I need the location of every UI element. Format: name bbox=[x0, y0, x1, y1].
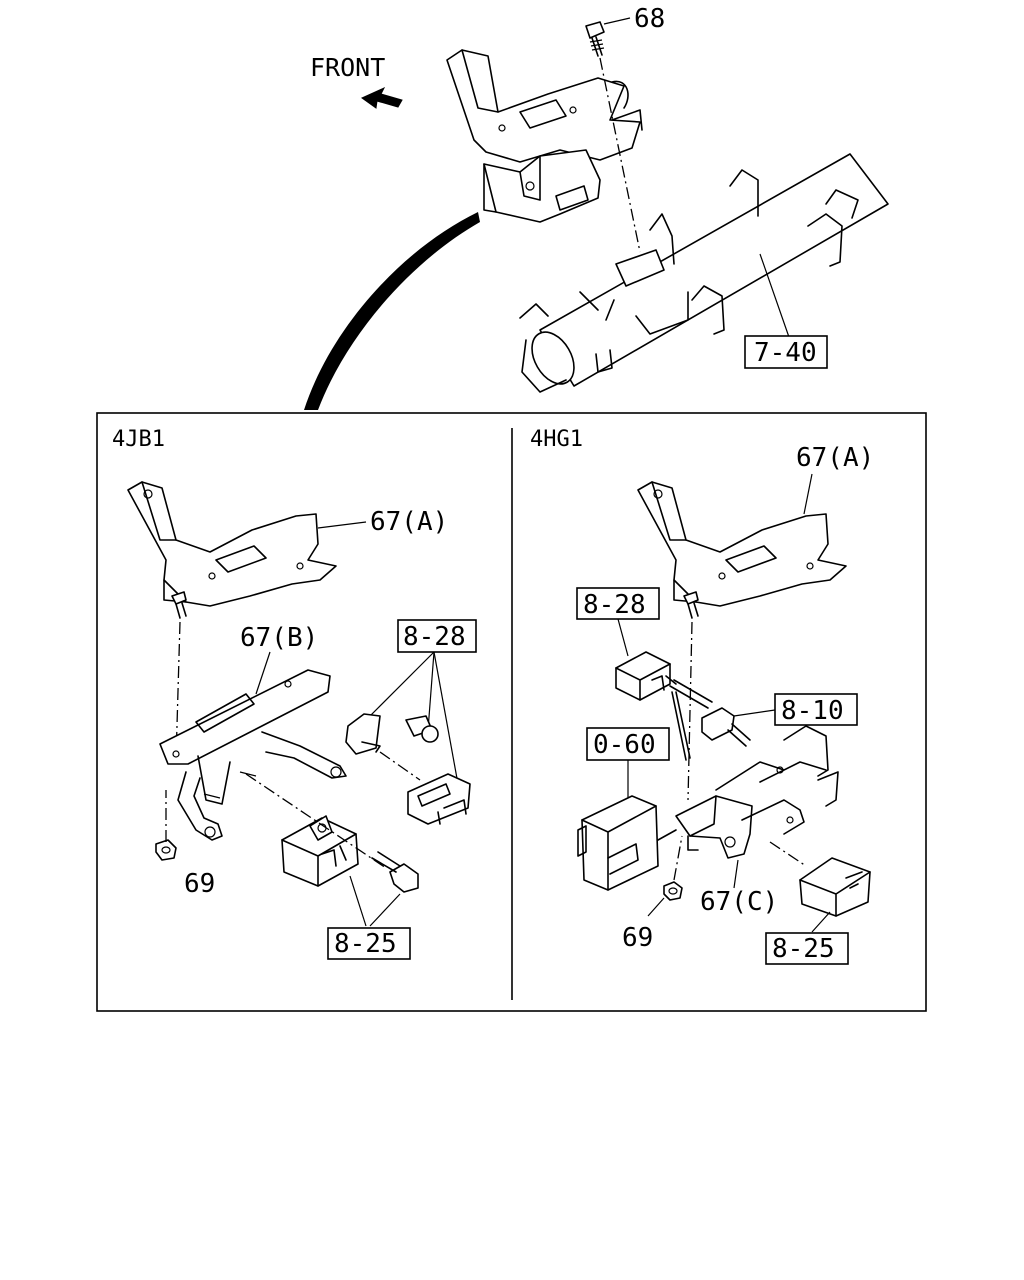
right-connector-ref-label: 8-28 bbox=[583, 590, 646, 620]
right-panel-title: 4HG1 bbox=[530, 427, 583, 452]
right-connector-8-28: 8-28 bbox=[576, 587, 713, 761]
front-arrow-icon bbox=[361, 86, 403, 109]
bolt-68-label: 68 bbox=[634, 4, 665, 34]
left-bracket-67b-label: 67(B) bbox=[240, 623, 318, 653]
front-direction: FRONT bbox=[310, 53, 403, 109]
left-bracket-67a-label: 67(A) bbox=[370, 507, 448, 537]
right-module-ref-label: 8-25 bbox=[772, 934, 835, 964]
right-plug-8-10: 8-10 bbox=[701, 693, 858, 747]
left-panel: 4JB1 67(A) 67( bbox=[112, 427, 477, 960]
right-control-unit-0-60: 0-60 bbox=[577, 727, 677, 891]
left-module-ref-label: 8-25 bbox=[334, 929, 397, 959]
left-panel-title: 4JB1 bbox=[112, 427, 165, 452]
right-bracket-67c-label: 67(C) bbox=[700, 887, 778, 917]
left-module-8-25: 8-25 bbox=[245, 773, 419, 960]
left-connector-ref-label: 8-28 bbox=[403, 622, 466, 652]
left-nut-69: 69 bbox=[155, 790, 215, 899]
crossmember-beam bbox=[519, 153, 889, 393]
right-panel: 4HG1 67(A) 8-28 bbox=[530, 427, 874, 965]
crossmember-ref-label: 7-40 bbox=[754, 338, 817, 368]
bolt-68: 68 bbox=[585, 4, 665, 253]
front-label: FRONT bbox=[310, 53, 385, 82]
right-control-unit-ref-label: 0-60 bbox=[593, 730, 656, 760]
right-nut-69: 69 bbox=[622, 835, 683, 953]
right-nut-69-label: 69 bbox=[622, 923, 653, 953]
left-nut-69-label: 69 bbox=[184, 869, 215, 899]
right-bracket-67a: 67(A) bbox=[637, 443, 874, 607]
detail-pointer-arrow bbox=[304, 212, 480, 410]
left-bracket-67b: 67(B) bbox=[159, 623, 347, 841]
top-bracket-assembly bbox=[446, 49, 643, 223]
right-bracket-67c: 67(C) bbox=[675, 725, 839, 917]
left-bracket-67a: 67(A) bbox=[127, 481, 448, 607]
right-module-8-25: 8-25 bbox=[765, 841, 871, 965]
crossmember-ref: 7-40 bbox=[744, 335, 828, 369]
left-connector-8-28: 8-28 bbox=[345, 619, 477, 825]
detail-frame bbox=[96, 412, 927, 1012]
right-plug-ref-label: 8-10 bbox=[781, 696, 844, 726]
right-bracket-67a-label: 67(A) bbox=[796, 443, 874, 473]
